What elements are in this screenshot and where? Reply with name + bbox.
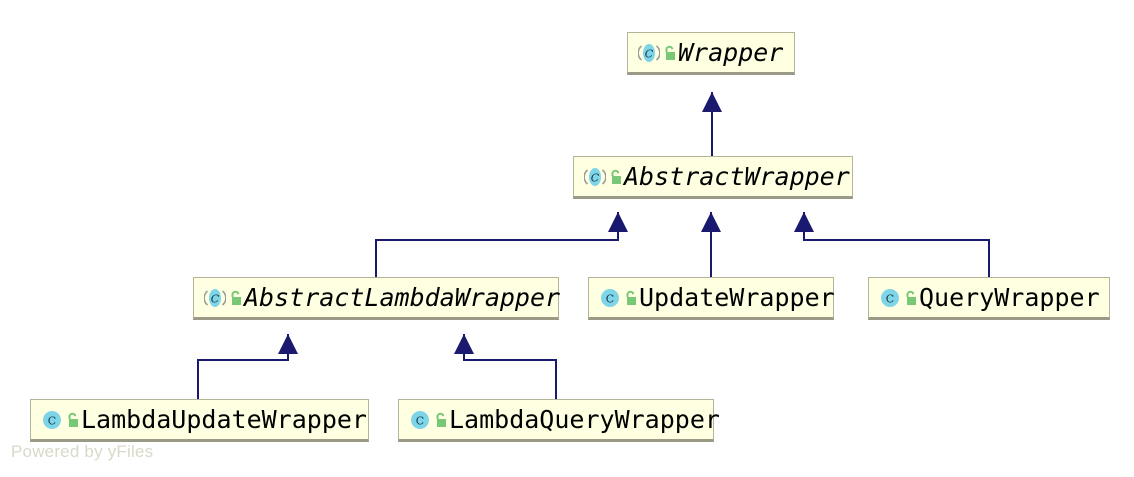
abstract-class-icon: C [584, 167, 606, 186]
unlocked-padlock-icon [665, 45, 675, 60]
node-icon-group: C [41, 409, 81, 431]
svg-text:C: C [48, 414, 56, 427]
class-node-lambda-update-wrapper[interactable]: C LambdaUpdateWrapper [30, 399, 369, 442]
class-node-lambda-query-wrapper[interactable]: C LambdaQueryWrapper [398, 399, 720, 442]
edge-querywrapper-to-abstractwrapper [794, 212, 990, 277]
node-icon-group: C [204, 287, 244, 309]
unlocked-padlock-icon [231, 290, 241, 305]
class-icon: C [411, 410, 429, 429]
unlocked-padlock-icon [626, 290, 636, 305]
svg-text:C: C [211, 292, 220, 305]
class-node-query-wrapper[interactable]: C QueryWrapper [868, 277, 1110, 320]
node-icon-group: C [638, 42, 678, 64]
class-node-abstract-lambda-wrapper[interactable]: C AbstractLambdaWrapper [193, 277, 560, 320]
node-icon-group: C [584, 166, 624, 188]
class-name-label: QueryWrapper [919, 283, 1100, 312]
unlocked-padlock-icon [68, 412, 78, 427]
edge-lambdaquerywrapper-to-abstractlambdawrapper [454, 334, 557, 399]
abstract-class-icon: C [638, 43, 660, 62]
yfiles-watermark: Powered by yFiles [11, 442, 154, 461]
class-node-update-wrapper[interactable]: C UpdateWrapper [588, 277, 835, 320]
class-name-label: AbstractLambdaWrapper [244, 283, 561, 312]
edge-abstractlambdawrapper-to-abstractwrapper [375, 212, 628, 277]
class-name-label: Wrapper [678, 38, 784, 67]
node-icon-group: C [599, 287, 639, 309]
svg-text:C: C [886, 292, 894, 305]
node-icon-group: C [409, 409, 449, 431]
unlocked-padlock-icon [436, 412, 446, 427]
svg-text:C: C [606, 292, 614, 305]
edge-lambdaupdatewrapper-to-abstractlambdawrapper [197, 334, 298, 399]
node-icon-group: C [879, 287, 919, 309]
class-name-label: UpdateWrapper [639, 283, 835, 312]
class-name-label: LambdaUpdateWrapper [81, 405, 367, 434]
class-icon: C [881, 288, 899, 307]
svg-text:C: C [416, 414, 424, 427]
class-name-label: AbstractWrapper [624, 162, 850, 191]
class-node-abstract-wrapper[interactable]: C AbstractWrapper [573, 156, 853, 199]
class-icon: C [43, 410, 61, 429]
unlocked-padlock-icon [611, 169, 621, 184]
svg-text:C: C [591, 171, 600, 184]
class-node-wrapper[interactable]: C Wrapper [627, 32, 795, 75]
class-icon: C [601, 288, 619, 307]
unlocked-padlock-icon [906, 290, 916, 305]
abstract-class-icon: C [204, 288, 226, 307]
svg-text:C: C [645, 47, 654, 60]
class-name-label: LambdaQueryWrapper [449, 405, 720, 434]
